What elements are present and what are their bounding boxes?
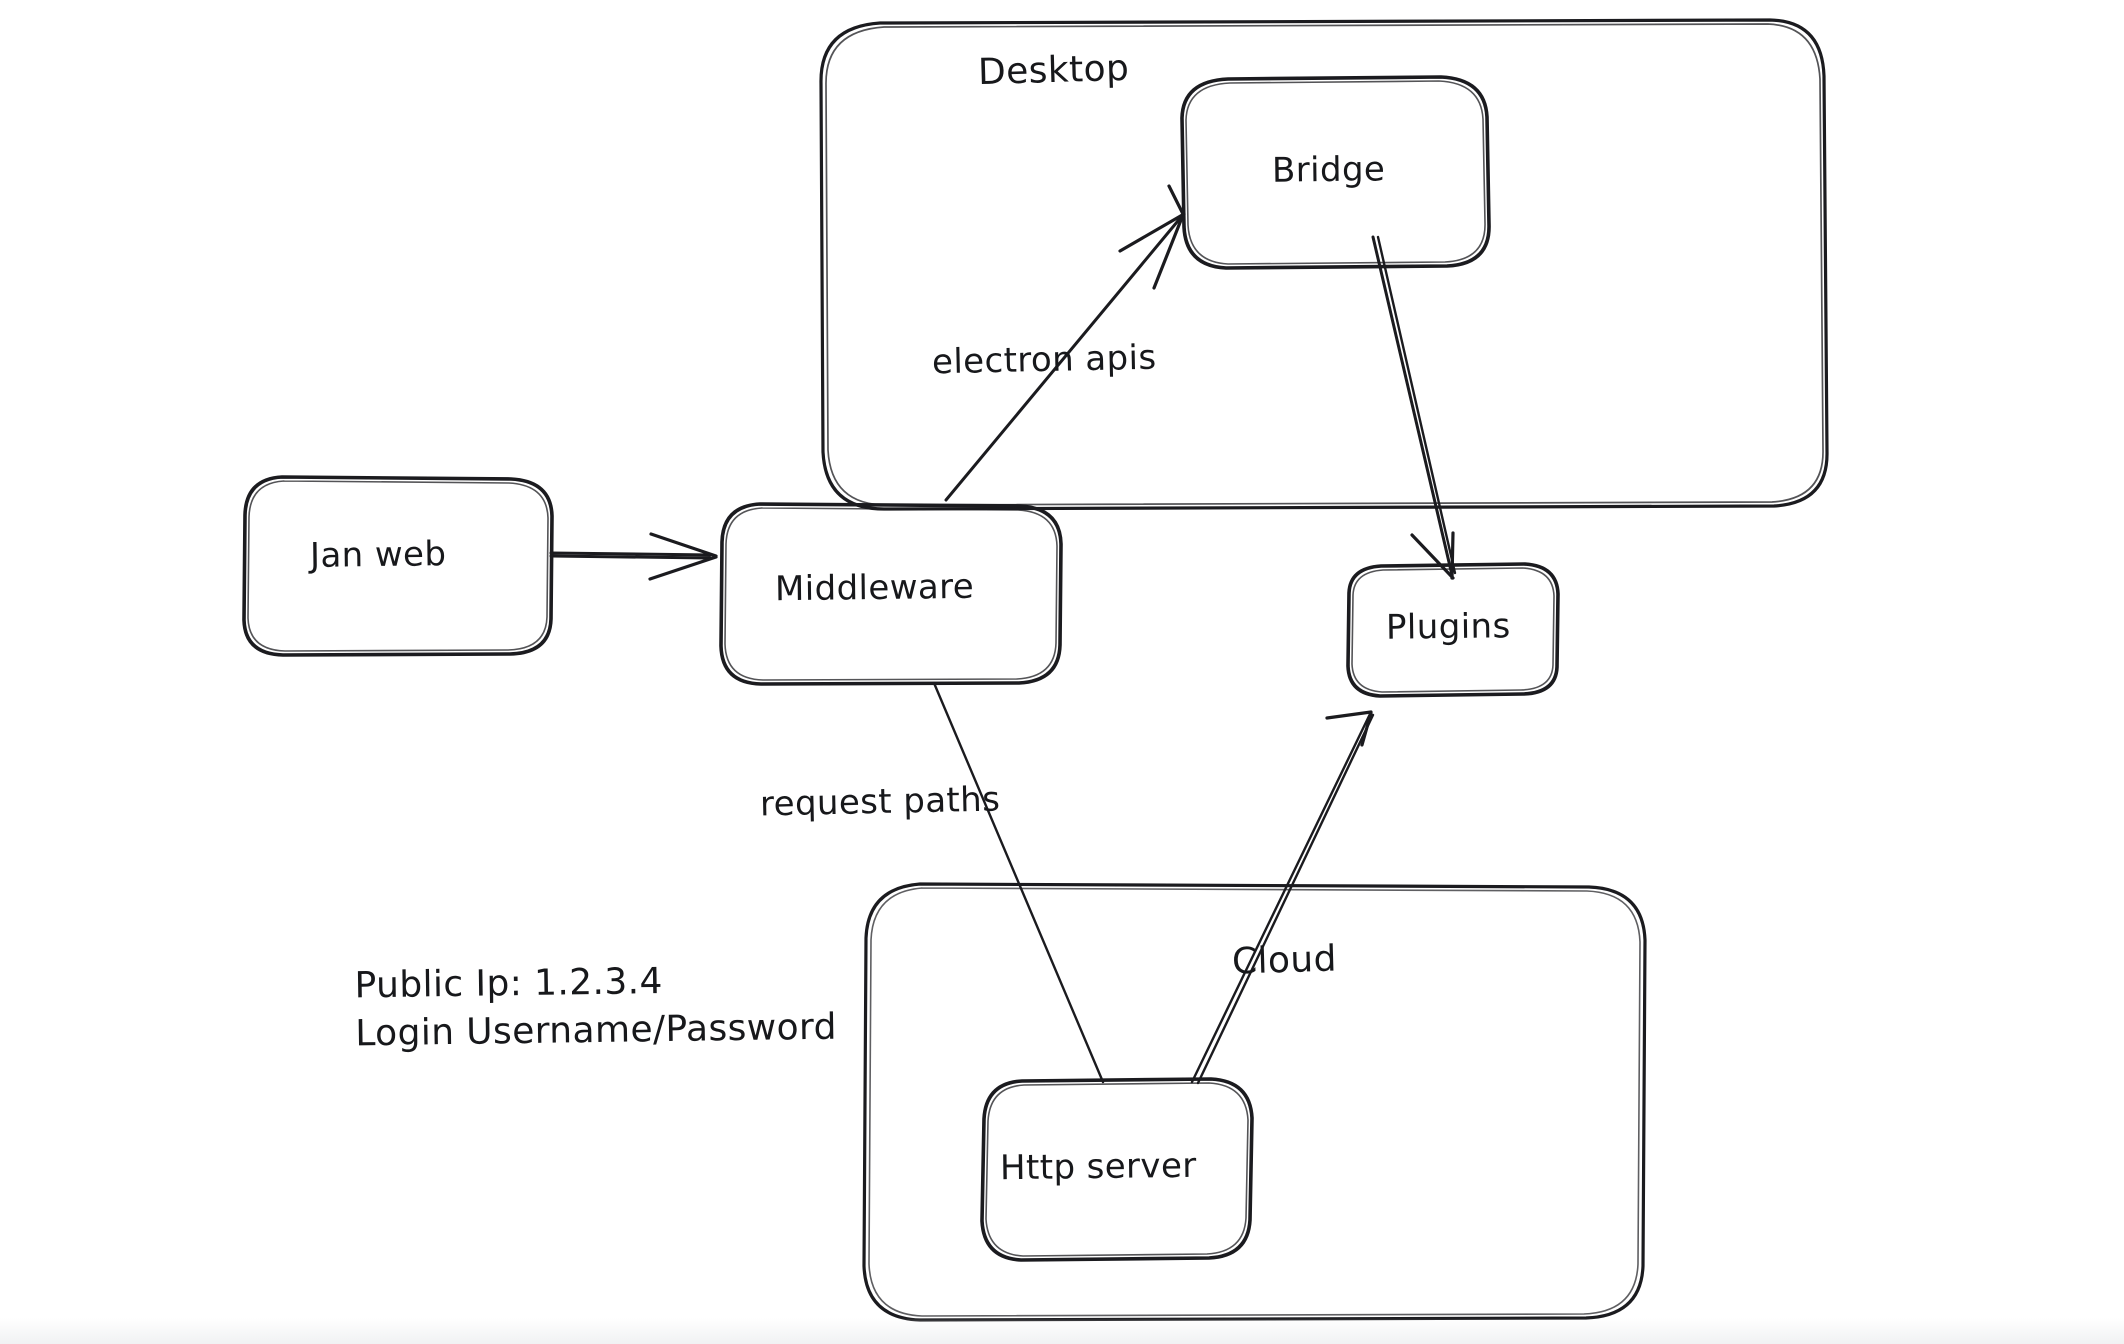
edge-http-server-to-plugins <box>1190 710 1375 1085</box>
node-jan-web-outline <box>242 475 554 657</box>
node-http-server-outline <box>980 1077 1254 1262</box>
edge-label-electron-apis: electron apis <box>931 337 1157 383</box>
edge-label-request-paths: request paths <box>759 779 1001 825</box>
edge-bridge-to-plugins <box>1371 235 1457 580</box>
note-connection-details: Public Ip: 1.2.3.4 Login Username/Passwo… <box>354 959 837 1063</box>
note-public-ip: Public Ip: 1.2.3.4 <box>354 961 664 1007</box>
node-middleware-outline <box>719 502 1063 686</box>
edge-middleware-to-bridge <box>944 184 1186 502</box>
node-label-jan-web: Jan web <box>309 534 447 576</box>
group-label-desktop: Desktop <box>977 47 1130 94</box>
node-label-middleware: Middleware <box>774 566 975 610</box>
group-cloud-outline <box>862 882 1647 1322</box>
group-desktop-outline <box>819 18 1829 511</box>
node-label-bridge: Bridge <box>1271 149 1386 191</box>
node-bridge-outline <box>1180 75 1491 270</box>
note-login: Login Username/Password <box>355 1007 838 1055</box>
edge-middleware-to-http-server <box>932 681 1105 1084</box>
node-label-plugins: Plugins <box>1385 606 1511 648</box>
group-label-cloud: Cloud <box>1231 938 1338 983</box>
node-plugins-outline <box>1346 562 1560 698</box>
edge-jan-web-to-middleware <box>549 532 718 581</box>
node-label-http-server: Http server <box>999 1145 1197 1189</box>
